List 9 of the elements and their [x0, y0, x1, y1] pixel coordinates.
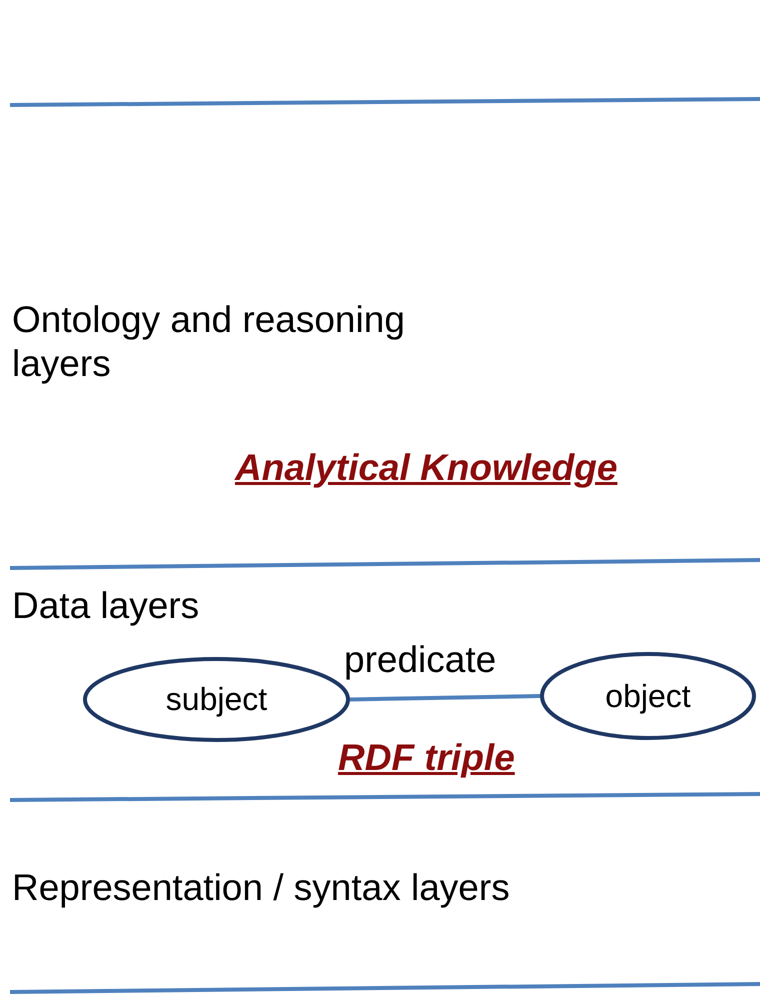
- emphasis-caption: RDF triple: [338, 736, 515, 780]
- emphasis-caption: Analytical Knowledge: [235, 446, 618, 490]
- layer-label: Representation / syntax layers: [12, 866, 510, 910]
- node-text: subject: [166, 681, 268, 718]
- node-text: object: [605, 678, 691, 714]
- layer-label: Data layers: [12, 584, 200, 628]
- layer-label: Ontology and reasoning layers: [12, 298, 406, 386]
- ellipse-node: [540, 652, 756, 740]
- connector-line: [350, 694, 540, 702]
